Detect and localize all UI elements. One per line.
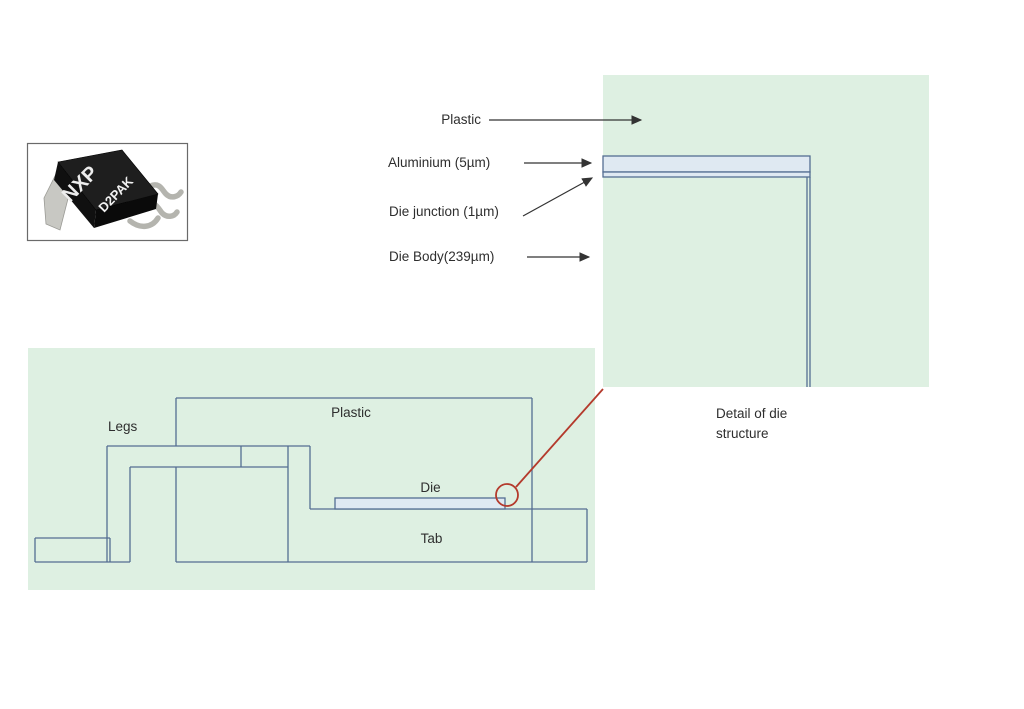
die-junction-label: Die junction (1µm) — [389, 204, 499, 219]
package-top-face — [57, 149, 159, 211]
die-label: Die — [420, 480, 441, 495]
package-legs — [127, 182, 184, 229]
plastic-layer-label: Plastic — [441, 112, 481, 127]
aluminium-layer-label: Aluminium (5µm) — [388, 155, 491, 170]
cross-section-panel — [28, 348, 595, 590]
plastic-body-label: Plastic — [331, 405, 371, 420]
tab-label: Tab — [420, 531, 443, 546]
package-tab-metal — [43, 169, 73, 231]
die-body-label: Die Body(239µm) — [389, 249, 495, 264]
package-front-face — [94, 194, 158, 228]
package-side-face — [54, 162, 96, 228]
package-type-text: D2PAK — [95, 173, 136, 215]
package-photo-frame — [26, 142, 189, 242]
package-brand-text: NXP — [58, 162, 103, 207]
die-detail-panel — [603, 75, 929, 387]
legs-label: Legs — [108, 419, 138, 434]
die-junction-arrow — [522, 177, 594, 217]
die-detail-caption: Detail of die structure — [716, 406, 788, 441]
package-photo: NXP D2PAK — [26, 142, 189, 242]
